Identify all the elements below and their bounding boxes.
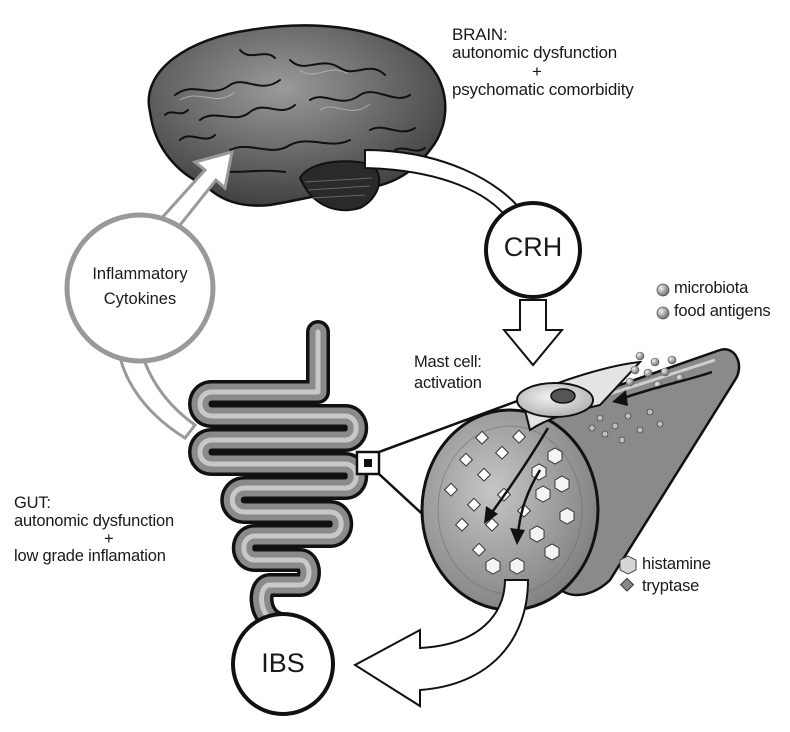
brain-line1: autonomic dysfunction: [452, 44, 672, 62]
cytokines-line1: Inflammatory: [70, 262, 210, 287]
brain-line2: psychomatic comorbidity: [452, 81, 672, 99]
mast-cell-line2: activation: [414, 373, 482, 394]
ibs-label: IBS: [236, 648, 330, 679]
gut-line1: autonomic dysfunction: [14, 513, 224, 531]
arrow-crh-to-mast-cell: [504, 300, 562, 365]
legend-microbiota: microbiota: [674, 280, 748, 298]
legend-tryptase: tryptase: [642, 578, 699, 596]
cytokines-label: Inflammatory Cytokines: [70, 262, 210, 312]
mast-cell-line1: Mast cell:: [414, 352, 482, 373]
brain-label: BRAIN: autonomic dysfunction + psychomat…: [452, 26, 672, 99]
gut-label: GUT: autonomic dysfunction + low grade i…: [14, 495, 224, 566]
gut-title: GUT:: [14, 495, 224, 513]
gut-plus: +: [14, 531, 224, 549]
crh-label: CRH: [490, 232, 576, 263]
cytokines-line2: Cytokines: [70, 287, 210, 312]
legend-histamine: histamine: [642, 556, 711, 574]
brain-title: BRAIN:: [452, 26, 672, 44]
legend-food-antigens: food antigens: [674, 303, 770, 321]
gut-line2: low grade inflamation: [14, 548, 224, 566]
arrow-tissue-to-ibs: [355, 580, 528, 706]
brain-plus: +: [452, 63, 672, 81]
intestine-illustration: [200, 332, 356, 622]
mast-cell-label: Mast cell: activation: [414, 352, 482, 395]
